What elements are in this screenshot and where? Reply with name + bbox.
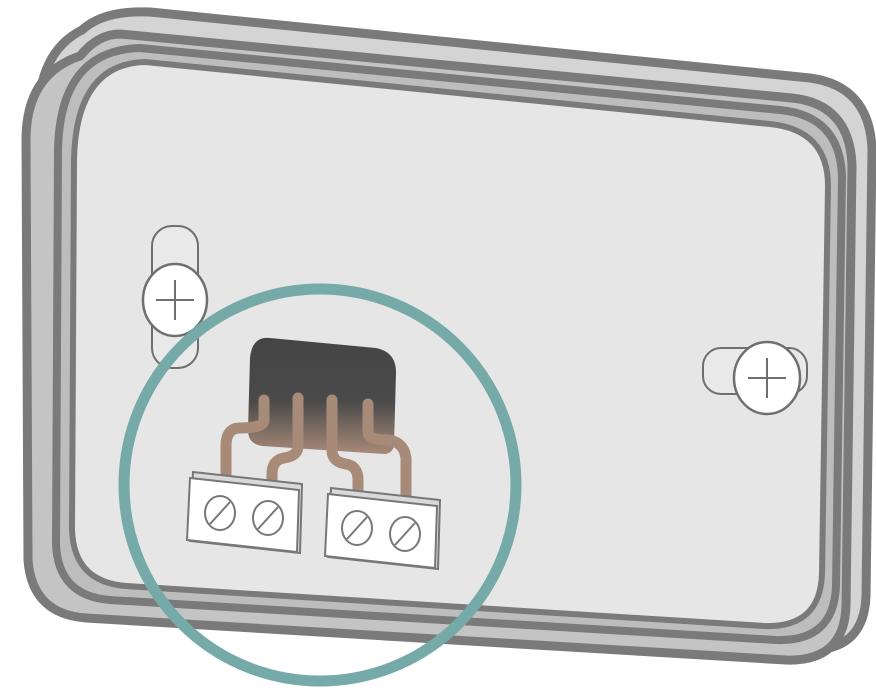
mount-left xyxy=(141,225,209,369)
wire-1 xyxy=(220,394,270,488)
mount-right xyxy=(702,340,808,416)
terminal-screw xyxy=(204,495,236,531)
wires xyxy=(220,392,412,504)
cable-icon xyxy=(220,337,412,504)
terminal-block-icon xyxy=(185,470,304,555)
screw-icon xyxy=(732,340,802,416)
screw-icon xyxy=(141,262,209,338)
wire-4 xyxy=(362,398,412,504)
terminal-screw xyxy=(341,510,373,546)
terminal-screw xyxy=(252,500,284,536)
terminal-block-icon xyxy=(323,486,442,571)
terminal-screw xyxy=(389,516,421,552)
cable-body xyxy=(248,337,396,454)
highlight-circle-icon xyxy=(118,283,522,687)
wire-3 xyxy=(326,394,364,502)
wire-2 xyxy=(266,392,304,494)
